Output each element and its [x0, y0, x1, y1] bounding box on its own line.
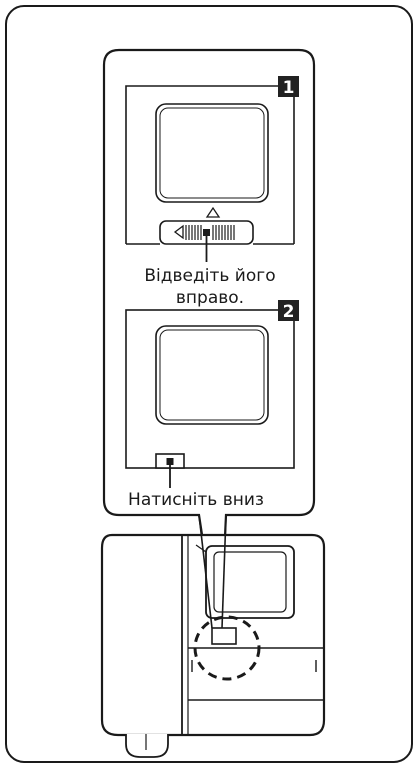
- step2-pointer-dot: [166, 458, 174, 465]
- outer-frame: [5, 5, 413, 763]
- step1-panel-frame: [125, 85, 295, 244]
- step1-panel: 1 Відведіть його вправо.: [125, 76, 299, 308]
- step2-screen-inner: [159, 329, 265, 421]
- step1-caption-line2: вправо.: [176, 288, 244, 308]
- step2-caption: Натисніть вниз: [128, 490, 264, 510]
- left-arrow-icon: [173, 224, 184, 240]
- step1-badge: [278, 76, 299, 97]
- step2-badge: [278, 300, 299, 321]
- device-foot: [125, 734, 169, 758]
- step1-caption-line1: Відведіть його: [144, 266, 275, 286]
- slider-grip: [185, 225, 235, 240]
- step1-pointer-dot: [203, 229, 210, 236]
- highlight-dashed-circle: [193, 615, 261, 681]
- step1-screen-inner: [159, 107, 265, 199]
- device-illustration: [100, 533, 326, 758]
- step1-screen-window: [155, 103, 269, 203]
- step1-badge-number: 1: [283, 78, 295, 98]
- step2-screen-window: [155, 325, 269, 425]
- up-triangle-icon: [205, 206, 221, 218]
- step2-panel: 2 Натисніть вниз: [125, 300, 299, 510]
- device-button: [211, 627, 237, 645]
- step2-badge-number: 2: [283, 302, 295, 322]
- step2-panel-frame: [125, 309, 295, 469]
